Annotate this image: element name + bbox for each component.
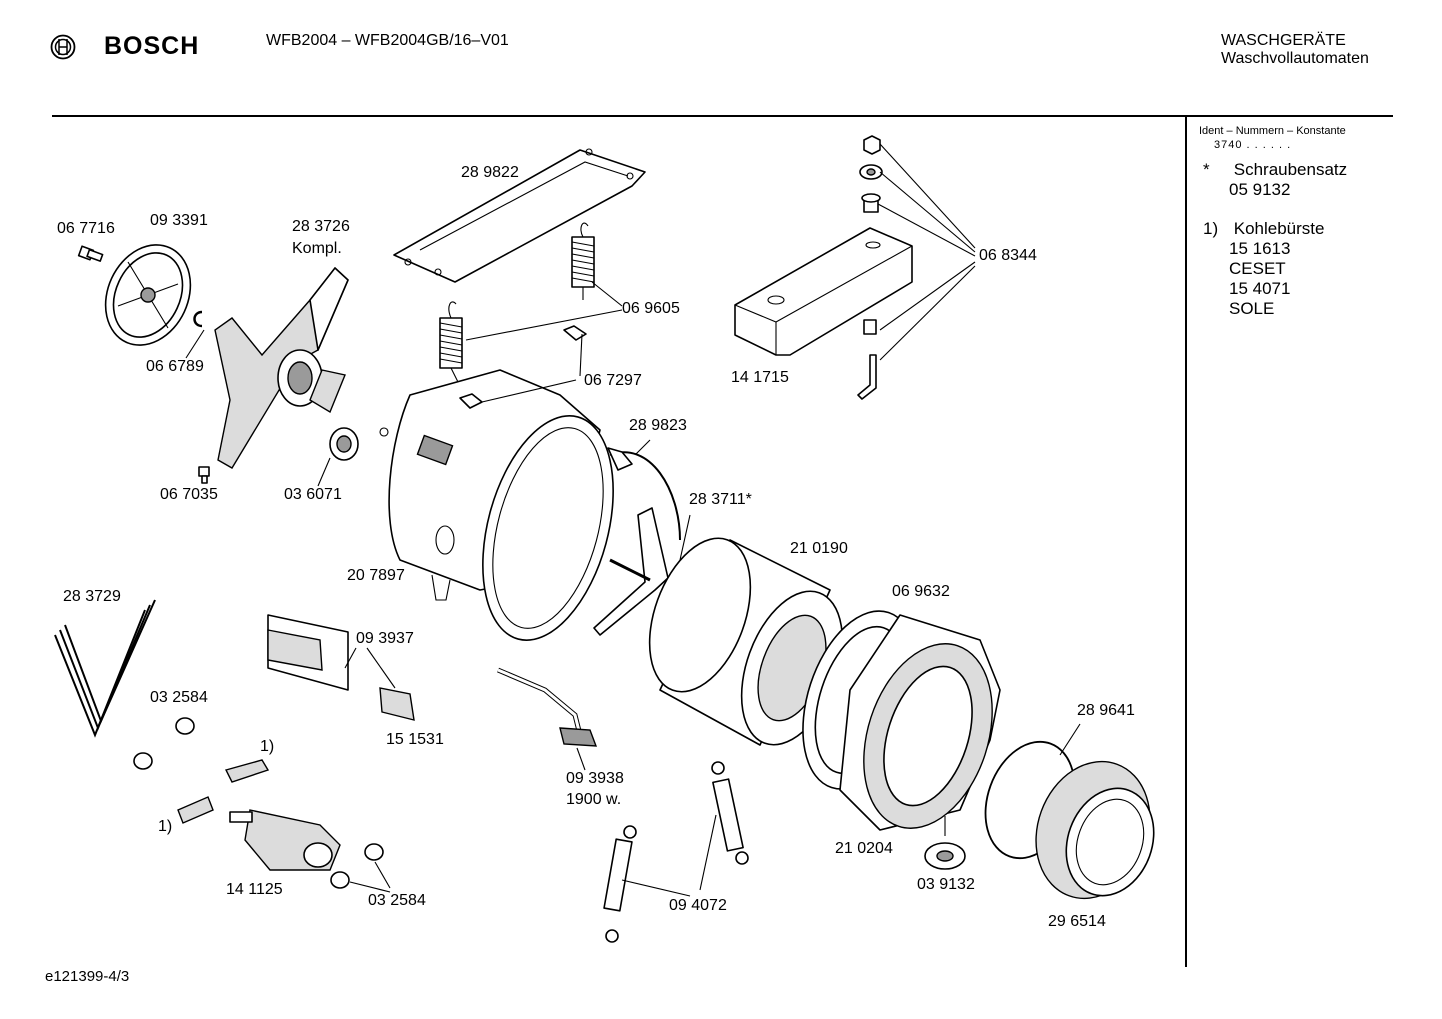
motor-part (229, 809, 341, 871)
part-label: 1) (158, 818, 173, 835)
part-label: 28 9822 (461, 164, 519, 181)
part-label: 06 7716 (57, 220, 115, 237)
part-label: 28 3726 (292, 218, 350, 235)
heating-element-part (497, 667, 598, 747)
door-seal-part (1035, 760, 1155, 900)
note-line: 05 9132 (1229, 180, 1291, 199)
drum-part (648, 537, 844, 746)
motor-bracket-part (267, 614, 349, 691)
part-label: 28 3711* (689, 491, 752, 508)
diagram-code: e121399-4/3 (45, 968, 130, 985)
note-marker: * (1203, 160, 1210, 179)
spring-clip-part (563, 325, 587, 341)
category-title: WASCHGERÄTE Waschvollautomaten (1221, 32, 1369, 68)
part-label: 20 7897 (347, 567, 405, 584)
part-label: 1) (260, 738, 275, 755)
bearing-part (924, 842, 966, 870)
note-screw-set: * Schraubensatz (1203, 160, 1347, 180)
suspension-spring-part (439, 222, 595, 383)
part-label: 09 4072 (669, 897, 727, 914)
part-label: 28 9823 (629, 417, 687, 434)
note-line: 15 4071 (1229, 279, 1291, 298)
part-label: 09 3391 (150, 212, 208, 229)
note-line: CESET (1229, 259, 1286, 278)
part-label: 06 9605 (622, 300, 680, 317)
note-line: SOLE (1229, 299, 1275, 318)
drive-belt-part (54, 599, 156, 738)
ident-heading: Ident – Nummern – Konstante (1199, 125, 1346, 137)
part-label: 06 7297 (584, 372, 642, 389)
part-label: 21 0190 (790, 540, 848, 557)
part-label: 09 3938 (566, 770, 624, 787)
note-marker: 1) (1203, 219, 1219, 238)
tub-rear-part (379, 369, 614, 641)
category-line-2: Waschvollautomaten (1221, 50, 1369, 67)
cross-brace-part (393, 148, 646, 283)
part-label: 03 2584 (150, 689, 208, 706)
circlip-part (193, 310, 203, 328)
part-label: 09 3937 (356, 630, 414, 647)
part-label: 03 6071 (284, 486, 342, 503)
bosch-logo-icon (50, 34, 76, 60)
part-label: Kompl. (292, 240, 342, 257)
pulley-part (104, 244, 192, 346)
fastener-set-part (859, 135, 883, 213)
shock-absorber-part (603, 761, 749, 943)
screw-part (198, 466, 210, 484)
sidebar-divider (1185, 115, 1187, 967)
hook-bolt-part (857, 319, 877, 400)
tub-front-part (839, 614, 1001, 831)
part-label: 03 9132 (917, 876, 975, 893)
bearing-part (329, 427, 359, 461)
part-label: 03 2584 (368, 892, 426, 909)
part-label: 14 1125 (226, 881, 283, 898)
nut-part (133, 717, 384, 889)
drum-spider-part (214, 266, 349, 469)
part-label: 1900 w. (566, 791, 622, 808)
note-carbon-brush: 1) Kohlebürste (1203, 219, 1324, 239)
carbon-brush-part (177, 796, 214, 824)
note-line: Schraubensatz (1233, 160, 1348, 179)
model-title: WFB2004 – WFB2004GB/16–V01 (266, 32, 509, 49)
note-line: 15 1613 (1229, 239, 1291, 258)
part-label: 21 0204 (835, 840, 893, 857)
part-label: 15 1531 (386, 731, 444, 748)
part-label: 06 8344 (979, 247, 1037, 264)
header-divider (52, 115, 1393, 117)
part-label: 14 1715 (731, 369, 789, 386)
part-label: 06 6789 (146, 358, 204, 375)
part-label: 06 7035 (160, 486, 218, 503)
counterweight-part (734, 227, 913, 356)
bracket-part (593, 507, 669, 636)
leader-lines (185, 143, 1081, 897)
part-label: 06 9632 (892, 583, 950, 600)
clamp-ring-part (607, 447, 681, 541)
part-label: 28 9641 (1077, 702, 1135, 719)
part-label: 29 6514 (1048, 913, 1106, 930)
carbon-brush-part (224, 759, 270, 783)
screw-part (77, 245, 104, 262)
terminal-clip-part (379, 687, 415, 721)
ident-constant: 3740 . . . . . . (1214, 139, 1292, 151)
brand-name: BOSCH (104, 32, 200, 60)
note-line: Kohlebürste (1233, 219, 1325, 238)
category-line-1: WASCHGERÄTE (1221, 32, 1346, 49)
part-label: 28 3729 (63, 588, 121, 605)
